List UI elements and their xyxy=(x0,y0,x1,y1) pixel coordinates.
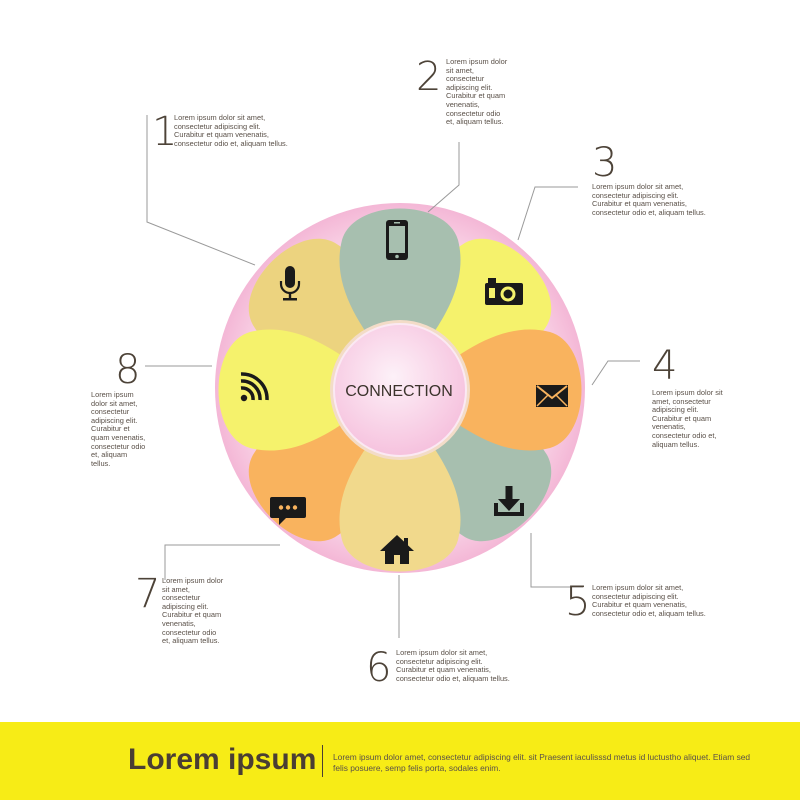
step-text-3: Lorem ipsum dolor sit amet, consectetur … xyxy=(592,182,706,217)
envelope-icon xyxy=(536,385,568,407)
connector-line-5 xyxy=(530,533,583,588)
step-number-7: 7 xyxy=(135,571,161,617)
microphone-icon xyxy=(279,266,301,301)
connector-lines xyxy=(145,115,640,638)
center-circle[interactable] xyxy=(333,323,467,457)
connector-line-2 xyxy=(427,142,460,213)
step-number-6: 6 xyxy=(366,645,392,691)
step-text-8: Lorem ipsum dolor sit amet, consectetur … xyxy=(91,390,146,468)
footer-divider xyxy=(322,745,323,777)
step-number-1: 1 xyxy=(152,109,178,155)
connector-line-3 xyxy=(517,186,578,241)
step-number-3: 3 xyxy=(592,140,618,186)
step-text-2: Lorem ipsum dolor sit amet, consectetur … xyxy=(446,57,508,127)
footer-title: Lorem ipsum xyxy=(128,743,317,776)
step-text-6: Lorem ipsum dolor sit amet, consectetur … xyxy=(396,648,510,683)
connector-line-1 xyxy=(146,115,256,266)
connector-line-7 xyxy=(164,544,280,580)
connector-line-4 xyxy=(591,360,640,386)
step-number-2: 2 xyxy=(416,54,442,100)
download-icon xyxy=(494,486,524,516)
footer-text: Lorem ipsum dolor amet, consectetur adip… xyxy=(333,752,751,773)
chat-bubble-icon xyxy=(270,497,306,525)
step-number-8: 8 xyxy=(115,347,141,393)
step-text-1: Lorem ipsum dolor sit amet, consectetur … xyxy=(174,113,288,148)
camera-icon xyxy=(485,278,523,305)
home-icon xyxy=(380,535,414,564)
footer-bar xyxy=(0,722,800,800)
step-text-4: Lorem ipsum dolor sit amet, consectetur … xyxy=(652,388,723,449)
wifi-signal-icon xyxy=(240,372,269,402)
step-text-7: Lorem ipsum dolor sit amet, consectetur … xyxy=(162,576,224,646)
step-number-4: 4 xyxy=(652,343,678,389)
center-label: CONNECTION xyxy=(345,383,453,400)
step-text-5: Lorem ipsum dolor sit amet, consectetur … xyxy=(592,583,706,618)
smartphone-icon xyxy=(386,220,408,260)
step-number-5: 5 xyxy=(565,579,591,625)
